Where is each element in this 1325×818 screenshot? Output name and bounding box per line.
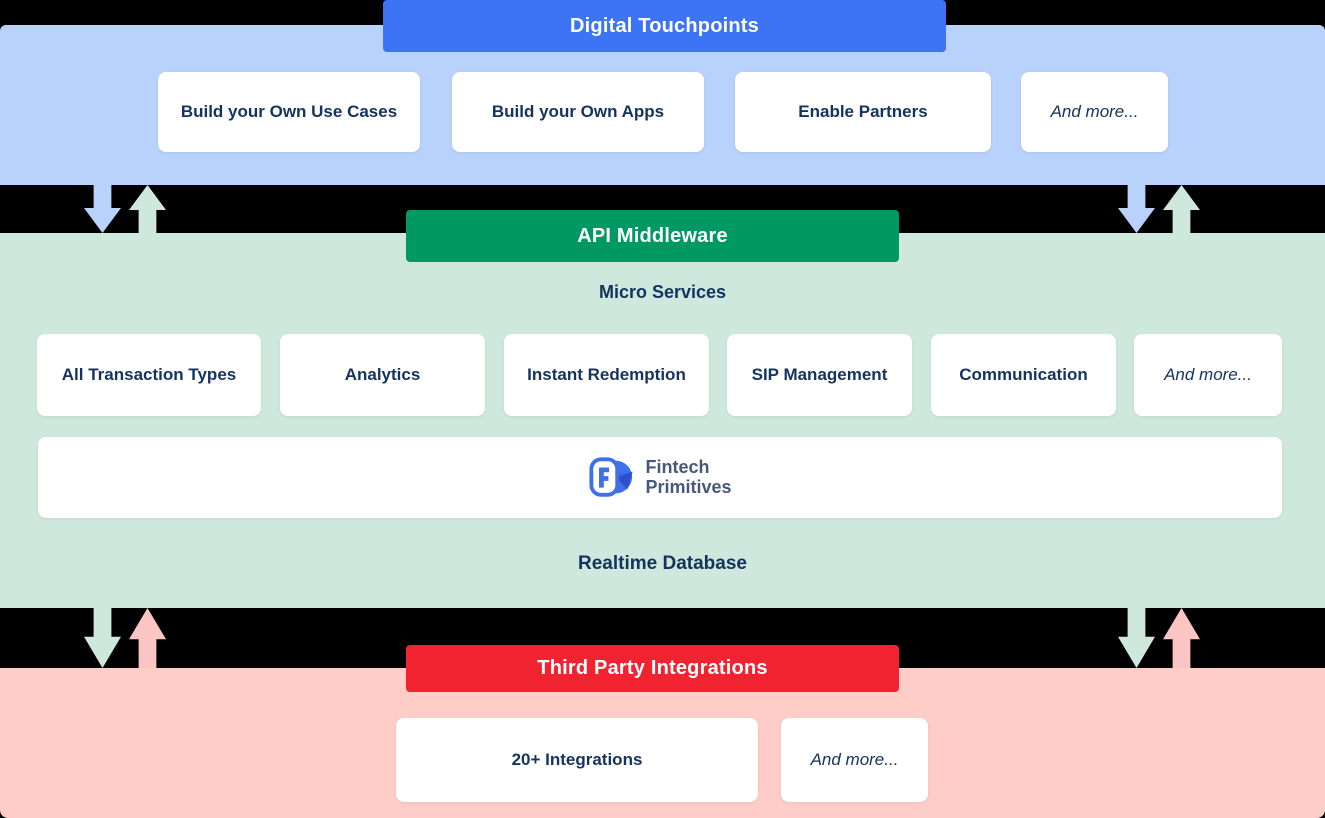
api-middleware-layer: Micro Services All Transaction Types Ana… — [0, 233, 1325, 608]
down-arrow-icon — [1118, 608, 1155, 668]
up-arrow-icon — [129, 185, 166, 233]
card-enable-partners: Enable Partners — [735, 72, 991, 152]
fintech-primitives-logo-card: Fintech Primitives — [38, 437, 1282, 518]
up-arrow-icon — [129, 608, 166, 668]
digital-touchpoints-banner: Digital Touchpoints — [383, 0, 946, 52]
card-instant-redemption: Instant Redemption — [504, 334, 709, 416]
card-20-plus-integrations: 20+ Integrations — [396, 718, 758, 802]
card-middleware-and-more: And more... — [1134, 334, 1282, 416]
logo-line-1: Fintech — [645, 457, 710, 478]
card-communication: Communication — [931, 334, 1116, 416]
card-build-your-own-use-cases: Build your Own Use Cases — [158, 72, 420, 152]
card-integrations-and-more: And more... — [781, 718, 928, 802]
fintech-primitives-logo-icon — [588, 455, 634, 501]
card-build-your-own-apps: Build your Own Apps — [452, 72, 704, 152]
micro-services-label: Micro Services — [598, 282, 727, 302]
api-middleware-banner: API Middleware — [406, 210, 899, 262]
card-sip-management: SIP Management — [727, 334, 912, 416]
down-arrow-icon — [84, 185, 121, 233]
third-party-integrations-layer: 20+ Integrations And more... — [0, 668, 1325, 818]
logo-line-2: Primitives — [645, 476, 732, 497]
third-party-integrations-banner: Third Party Integrations — [406, 645, 899, 692]
up-arrow-icon — [1163, 608, 1200, 668]
fintech-primitives-logo-text: Fintech Primitives — [645, 457, 732, 497]
card-analytics: Analytics — [280, 334, 485, 416]
card-touchpoints-and-more: And more... — [1021, 72, 1168, 152]
card-all-transaction-types: All Transaction Types — [37, 334, 261, 416]
up-arrow-icon — [1163, 185, 1200, 233]
realtime-database-label: Realtime Database — [578, 553, 747, 574]
down-arrow-icon — [1118, 185, 1155, 233]
down-arrow-icon — [84, 608, 121, 668]
